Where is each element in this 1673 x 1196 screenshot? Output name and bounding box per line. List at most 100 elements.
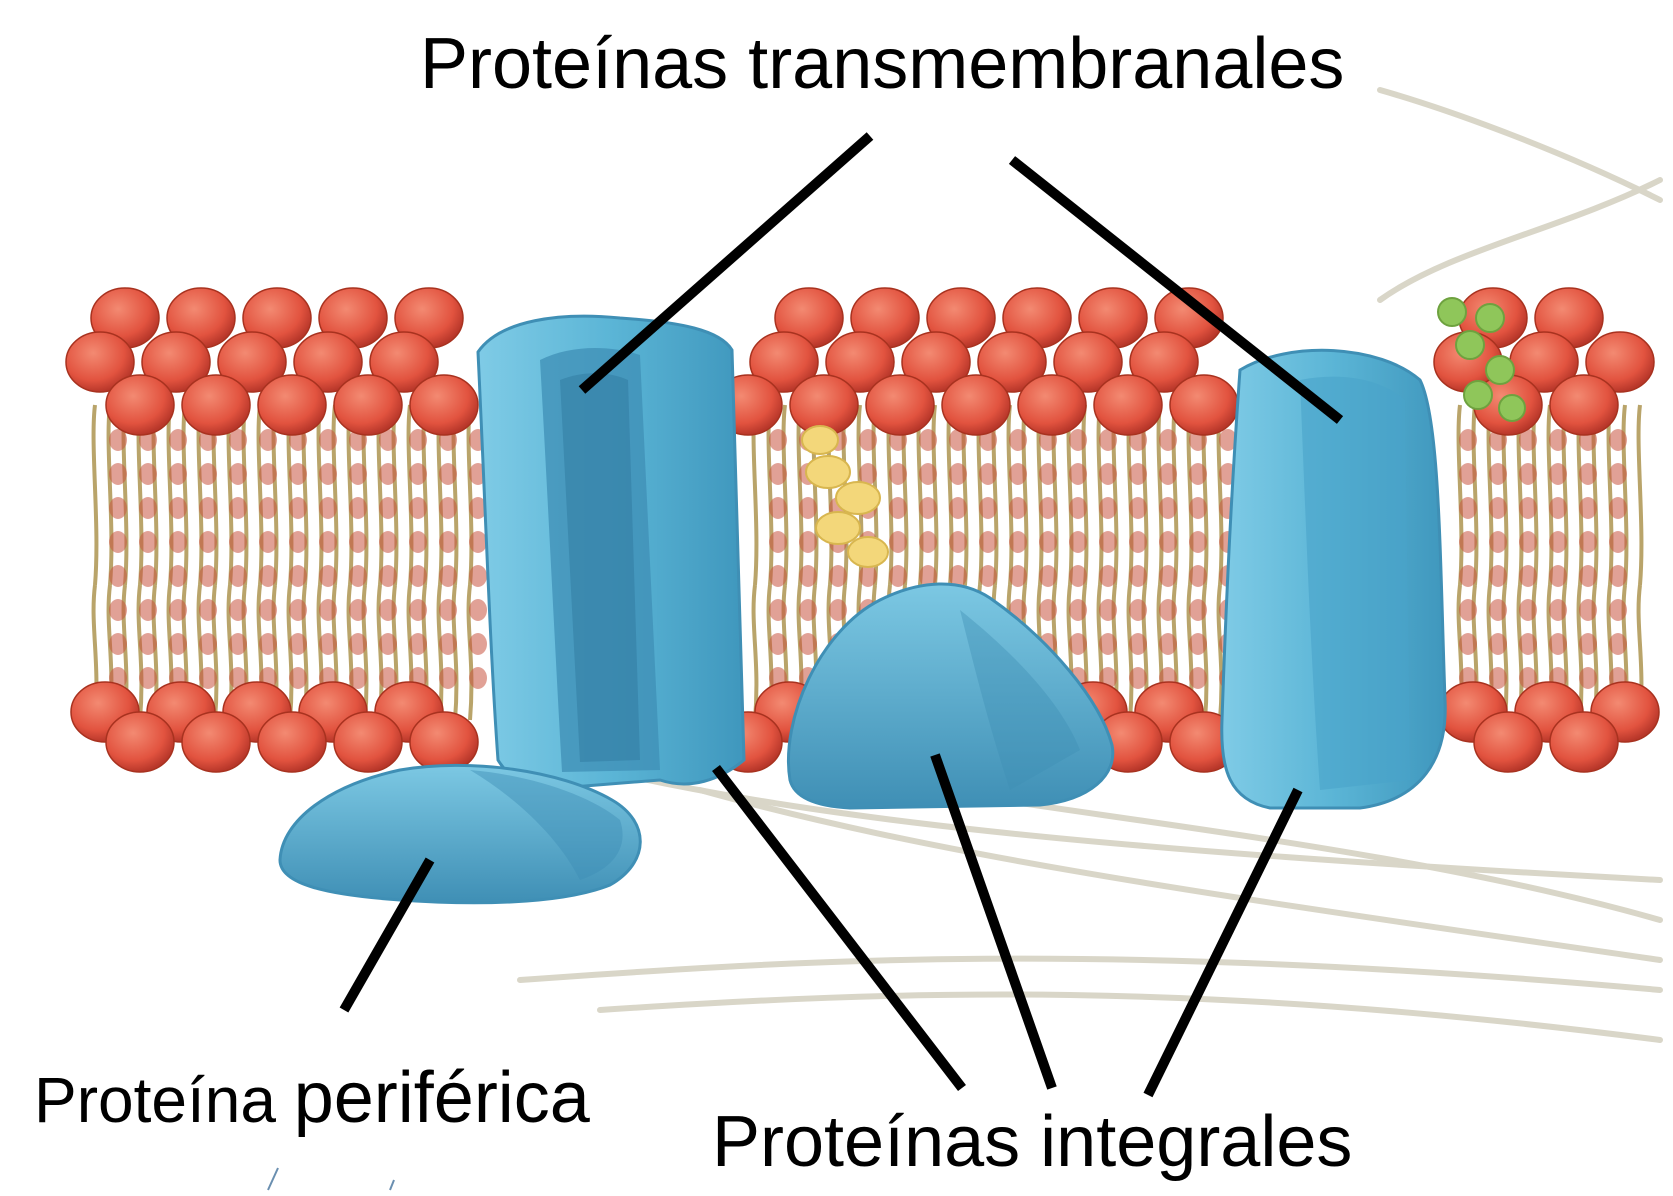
tail-texture xyxy=(259,497,277,519)
tail-texture xyxy=(1549,633,1567,655)
phospholipid-head xyxy=(1474,712,1542,772)
tail-texture xyxy=(199,531,217,553)
tail-texture xyxy=(139,463,157,485)
tail-texture xyxy=(1099,633,1117,655)
tail-texture xyxy=(1489,463,1507,485)
tail-texture xyxy=(409,463,427,485)
tail-texture xyxy=(469,599,487,621)
tail-texture xyxy=(469,633,487,655)
tail-texture xyxy=(289,599,307,621)
tail-texture xyxy=(1189,565,1207,587)
tail-texture xyxy=(469,667,487,689)
tail-texture xyxy=(1519,565,1537,587)
phospholipid-head xyxy=(258,712,326,772)
tail-texture xyxy=(259,531,277,553)
tail-texture xyxy=(289,463,307,485)
tail-texture xyxy=(769,497,787,519)
tail-texture xyxy=(799,531,817,553)
tail-texture xyxy=(409,497,427,519)
tail-texture xyxy=(229,497,247,519)
phospholipid-head xyxy=(1550,375,1618,435)
tail-texture xyxy=(139,531,157,553)
tail-texture xyxy=(319,599,337,621)
tail-texture xyxy=(349,463,367,485)
tail-texture xyxy=(139,565,157,587)
tail-texture xyxy=(1009,565,1027,587)
label-transmembrane-proteins: Proteínas transmembranales xyxy=(420,28,1344,100)
decorative-marks xyxy=(268,1168,394,1190)
phospholipid-tail xyxy=(409,405,412,585)
tail-texture xyxy=(379,599,397,621)
tail-texture xyxy=(1549,565,1567,587)
phospholipid-head xyxy=(106,375,174,435)
tail-texture xyxy=(1129,633,1147,655)
tail-texture xyxy=(919,531,937,553)
tail-texture xyxy=(199,497,217,519)
tail-texture xyxy=(1609,633,1627,655)
tail-texture xyxy=(1159,463,1177,485)
tail-texture xyxy=(769,429,787,451)
tail-texture xyxy=(1039,463,1057,485)
tail-texture xyxy=(1459,599,1477,621)
phospholipid-head xyxy=(410,375,478,435)
tail-texture xyxy=(169,565,187,587)
phospholipid-tail xyxy=(259,405,262,585)
tail-texture xyxy=(1129,565,1147,587)
tail-texture xyxy=(469,565,487,587)
tail-texture xyxy=(1489,565,1507,587)
tail-texture xyxy=(1489,531,1507,553)
tail-texture xyxy=(1579,667,1597,689)
tail-texture xyxy=(199,463,217,485)
tail-texture xyxy=(409,599,427,621)
tail-texture xyxy=(1609,497,1627,519)
tail-texture xyxy=(1159,429,1177,451)
phospholipid-tail xyxy=(799,405,802,585)
tail-texture xyxy=(1189,633,1207,655)
phospholipid-tail xyxy=(1639,405,1642,585)
phospholipid-head xyxy=(182,375,250,435)
phospholipid-tail xyxy=(754,585,757,720)
tail-texture xyxy=(1609,565,1627,587)
tail-texture xyxy=(109,463,127,485)
tail-texture xyxy=(919,463,937,485)
tail-texture xyxy=(1549,463,1567,485)
tail-texture xyxy=(949,531,967,553)
pointer-line-integral-1 xyxy=(716,768,962,1088)
tail-texture xyxy=(169,429,187,451)
label-peripheral-protein: Proteína periférica xyxy=(34,1062,590,1134)
tail-texture xyxy=(949,497,967,519)
tail-texture xyxy=(349,599,367,621)
tail-texture xyxy=(769,633,787,655)
phospholipid-tail xyxy=(1489,405,1492,585)
tail-texture xyxy=(319,429,337,451)
tail-texture xyxy=(1489,497,1507,519)
tail-texture xyxy=(289,633,307,655)
tail-texture xyxy=(259,429,277,451)
tail-texture xyxy=(769,599,787,621)
tail-texture xyxy=(799,599,817,621)
tail-texture xyxy=(889,531,907,553)
tail-texture xyxy=(1459,531,1477,553)
tail-texture xyxy=(1609,463,1627,485)
tail-texture xyxy=(109,565,127,587)
tail-texture xyxy=(829,565,847,587)
phospholipid-tail xyxy=(319,405,322,585)
tail-texture xyxy=(1519,463,1537,485)
tail-texture xyxy=(139,497,157,519)
tail-texture xyxy=(319,497,337,519)
phospholipid-head xyxy=(1170,375,1238,435)
tail-texture xyxy=(1549,531,1567,553)
phospholipid-tail xyxy=(469,405,472,585)
label-peripheral-word1: Proteína xyxy=(34,1064,276,1136)
tail-texture xyxy=(1519,497,1537,519)
tail-texture xyxy=(859,565,877,587)
tail-texture xyxy=(1459,463,1477,485)
phospholipid-head xyxy=(1094,375,1162,435)
phospholipid-head xyxy=(1018,375,1086,435)
tail-texture xyxy=(439,599,457,621)
tail-texture xyxy=(1069,565,1087,587)
tail-texture xyxy=(379,565,397,587)
tail-texture xyxy=(829,599,847,621)
tail-texture xyxy=(259,463,277,485)
tail-texture xyxy=(199,667,217,689)
